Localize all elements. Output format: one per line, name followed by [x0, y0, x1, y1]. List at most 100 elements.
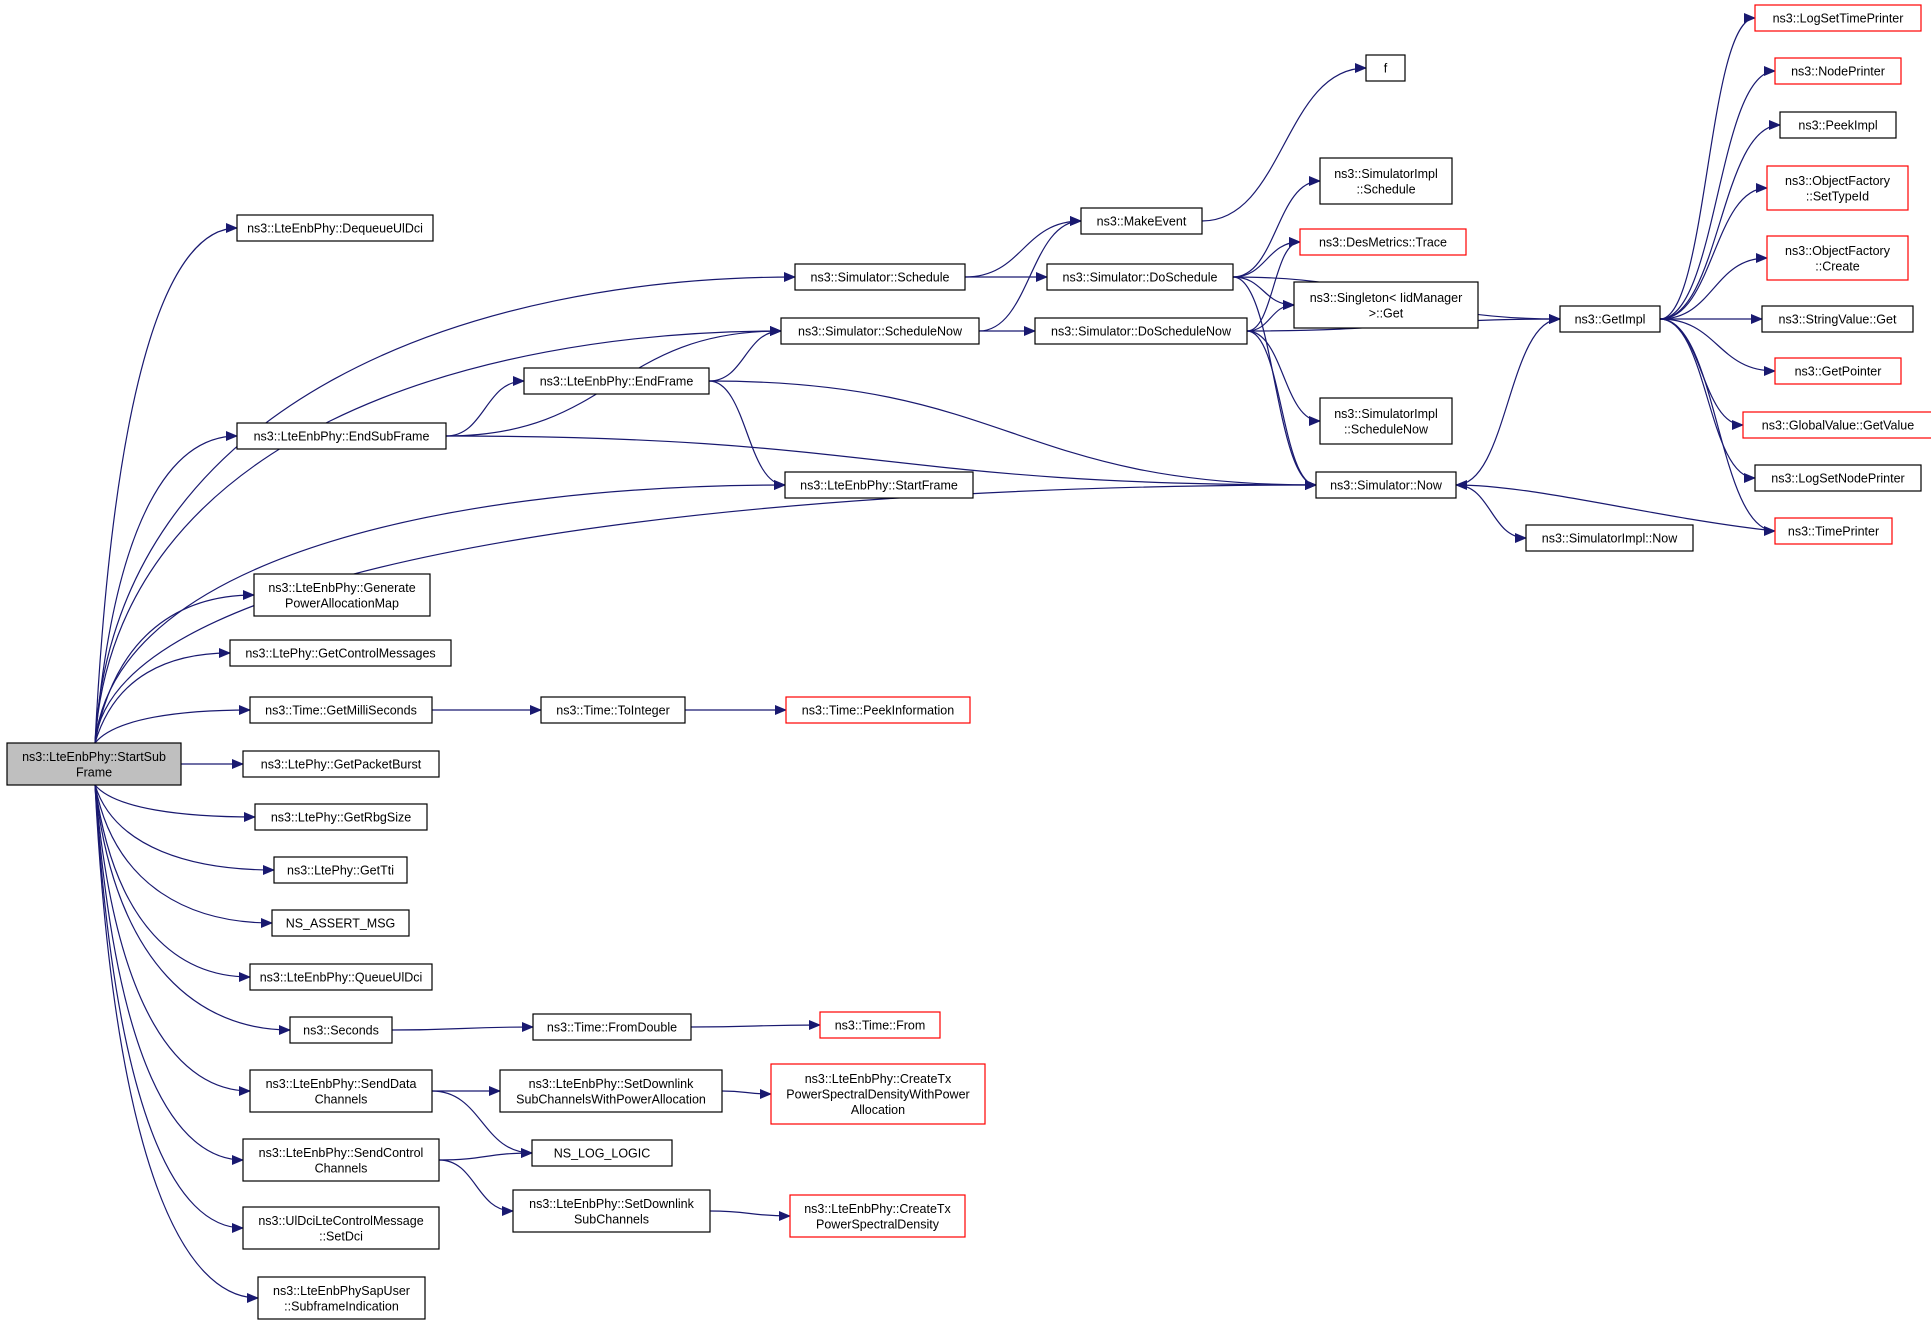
node-box — [236, 214, 434, 242]
node-getMs[interactable]: ns3::Time::GetMilliSeconds — [249, 696, 433, 724]
node-box — [1774, 57, 1902, 85]
node-strGet[interactable]: ns3::StringValue::Get — [1761, 305, 1914, 333]
edge-root-to-ulDci — [94, 784, 244, 1233]
node-nsAssert[interactable]: NS_ASSERT_MSG — [271, 909, 410, 937]
node-label: ns3::GetImpl — [1575, 313, 1646, 327]
node-box — [1319, 157, 1453, 205]
node-endFrame[interactable]: ns3::LteEnbPhy::EndFrame — [523, 367, 710, 395]
node-label: ns3::TimePrinter — [1788, 525, 1879, 539]
node-gvGet[interactable]: ns3::GlobalValue::GetValue — [1742, 411, 1931, 439]
edge-root-to-endSub — [94, 431, 238, 744]
node-implSched[interactable]: ns3::SimulatorImpl::Schedule — [1319, 157, 1453, 205]
node-toInt[interactable]: ns3::Time::ToInteger — [540, 696, 686, 724]
node-label: >::Get — [1369, 306, 1404, 320]
node-ulDci[interactable]: ns3::UlDciLteControlMessage::SetDci — [242, 1206, 440, 1250]
edge-doSchedNow-to-simNow — [1246, 330, 1317, 490]
node-peekInfo[interactable]: ns3::Time::PeekInformation — [785, 696, 971, 724]
node-box — [249, 963, 433, 991]
node-ofSetType[interactable]: ns3::ObjectFactory::SetTypeId — [1766, 165, 1909, 211]
node-doSched[interactable]: ns3::Simulator::DoSchedule — [1046, 263, 1234, 291]
node-implSchedNow[interactable]: ns3::SimulatorImpl::ScheduleNow — [1319, 397, 1453, 445]
node-box — [1766, 165, 1909, 211]
node-box — [273, 856, 408, 884]
node-box — [523, 367, 710, 395]
node-label: ns3::LteEnbPhy::Generate — [268, 581, 415, 595]
node-queueUl[interactable]: ns3::LteEnbPhy::QueueUlDci — [249, 963, 433, 991]
node-box — [289, 1016, 393, 1044]
node-simSched[interactable]: ns3::Simulator::Schedule — [794, 263, 966, 291]
node-box — [1525, 524, 1694, 552]
node-createPsd[interactable]: ns3::LteEnbPhy::CreateTxPowerSpectralDen… — [789, 1194, 966, 1238]
node-box — [540, 696, 686, 724]
node-sapUser[interactable]: ns3::LteEnbPhySapUser::SubframeIndicatio… — [257, 1276, 426, 1320]
node-label: ns3::Time::From — [835, 1019, 926, 1033]
node-label: ::ScheduleNow — [1344, 422, 1429, 436]
node-label: ns3::LogSetTimePrinter — [1773, 12, 1904, 26]
node-seconds[interactable]: ns3::Seconds — [289, 1016, 393, 1044]
node-logLogic[interactable]: NS_LOG_LOGIC — [531, 1139, 673, 1167]
node-label: ns3::NodePrinter — [1791, 65, 1885, 79]
edge-root-to-sendData — [94, 784, 251, 1096]
edge-root-to-sapUser — [94, 784, 259, 1303]
edge-timePrinter-to-simNow — [1455, 480, 1776, 532]
node-box — [242, 1138, 440, 1182]
node-implNow[interactable]: ns3::SimulatorImpl::Now — [1525, 524, 1694, 552]
node-timeFrom[interactable]: ns3::Time::From — [819, 1011, 941, 1039]
node-label: PowerAllocationMap — [285, 596, 399, 610]
node-label: ns3::Singleton< IidManager — [1310, 291, 1463, 305]
edge-root-to-getRbg — [94, 784, 256, 822]
node-singleton[interactable]: ns3::Singleton< IidManager>::Get — [1293, 281, 1479, 329]
node-label: ns3::Simulator::DoSchedule — [1063, 271, 1218, 285]
node-box — [1754, 464, 1922, 492]
node-doSchedNow[interactable]: ns3::Simulator::DoScheduleNow — [1034, 317, 1248, 345]
edge-root-to-sendCtl — [94, 784, 244, 1165]
edge-root-to-getCtl — [94, 648, 231, 744]
node-endSub[interactable]: ns3::LteEnbPhy::EndSubFrame — [236, 422, 447, 450]
node-logNode[interactable]: ns3::LogSetNodePrinter — [1754, 464, 1922, 492]
node-genPow[interactable]: ns3::LteEnbPhy::GeneratePowerAllocationM… — [253, 573, 431, 617]
node-createPsdPow[interactable]: ns3::LteEnbPhy::CreateTxPowerSpectralDen… — [770, 1063, 986, 1125]
node-box — [531, 1139, 673, 1167]
node-label: ns3::LteEnbPhy::QueueUlDci — [260, 971, 423, 985]
node-label: ns3::GetPointer — [1795, 365, 1882, 379]
node-getCtl[interactable]: ns3::LtePhy::GetControlMessages — [229, 639, 452, 667]
node-getPtr[interactable]: ns3::GetPointer — [1774, 357, 1902, 385]
node-label: ns3::Time::ToInteger — [556, 704, 669, 718]
node-box — [242, 750, 440, 778]
node-box — [1315, 471, 1457, 499]
node-label: ns3::LogSetNodePrinter — [1771, 472, 1904, 486]
node-fromDouble[interactable]: ns3::Time::FromDouble — [532, 1013, 692, 1041]
node-simNow[interactable]: ns3::Simulator::Now — [1315, 471, 1457, 499]
node-getRbg[interactable]: ns3::LtePhy::GetRbgSize — [254, 803, 428, 831]
node-getPkt[interactable]: ns3::LtePhy::GetPacketBurst — [242, 750, 440, 778]
node-desTrace[interactable]: ns3::DesMetrics::Trace — [1299, 228, 1467, 256]
node-getImpl[interactable]: ns3::GetImpl — [1559, 305, 1661, 333]
edge-root-to-seconds — [94, 784, 291, 1035]
node-deqUl[interactable]: ns3::LteEnbPhy::DequeueUlDci — [236, 214, 434, 242]
node-box — [1319, 397, 1453, 445]
node-f[interactable]: f — [1365, 54, 1406, 82]
node-label: ns3::LteEnbPhy::CreateTx — [804, 1202, 951, 1216]
node-setDlPow[interactable]: ns3::LteEnbPhy::SetDownlinkSubChannelsWi… — [499, 1069, 723, 1113]
node-startFrame[interactable]: ns3::LteEnbPhy::StartFrame — [784, 471, 974, 499]
node-box — [499, 1069, 723, 1113]
node-label: ns3::LteEnbPhy::CreateTx — [805, 1072, 952, 1086]
node-makeEvent[interactable]: ns3::MakeEvent — [1080, 207, 1203, 235]
node-peekImpl[interactable]: ns3::PeekImpl — [1779, 111, 1897, 139]
node-getTti[interactable]: ns3::LtePhy::GetTti — [273, 856, 408, 884]
edge-sendCtl-to-setDl — [438, 1159, 514, 1216]
node-nodePrinter[interactable]: ns3::NodePrinter — [1774, 57, 1902, 85]
edge-endFrame-to-simSchedNow — [708, 326, 782, 382]
node-simSchedNow[interactable]: ns3::Simulator::ScheduleNow — [780, 317, 980, 345]
node-timePrinter[interactable]: ns3::TimePrinter — [1774, 517, 1893, 545]
node-logTime[interactable]: ns3::LogSetTimePrinter — [1754, 4, 1922, 32]
node-ofCreate[interactable]: ns3::ObjectFactory::Create — [1766, 235, 1909, 281]
node-label: ns3::SimulatorImpl::Now — [1542, 532, 1678, 546]
node-label: ::SubframeIndication — [284, 1299, 399, 1313]
edge-getImpl-to-ofSetType — [1659, 183, 1768, 320]
node-label: ::Create — [1815, 259, 1860, 273]
